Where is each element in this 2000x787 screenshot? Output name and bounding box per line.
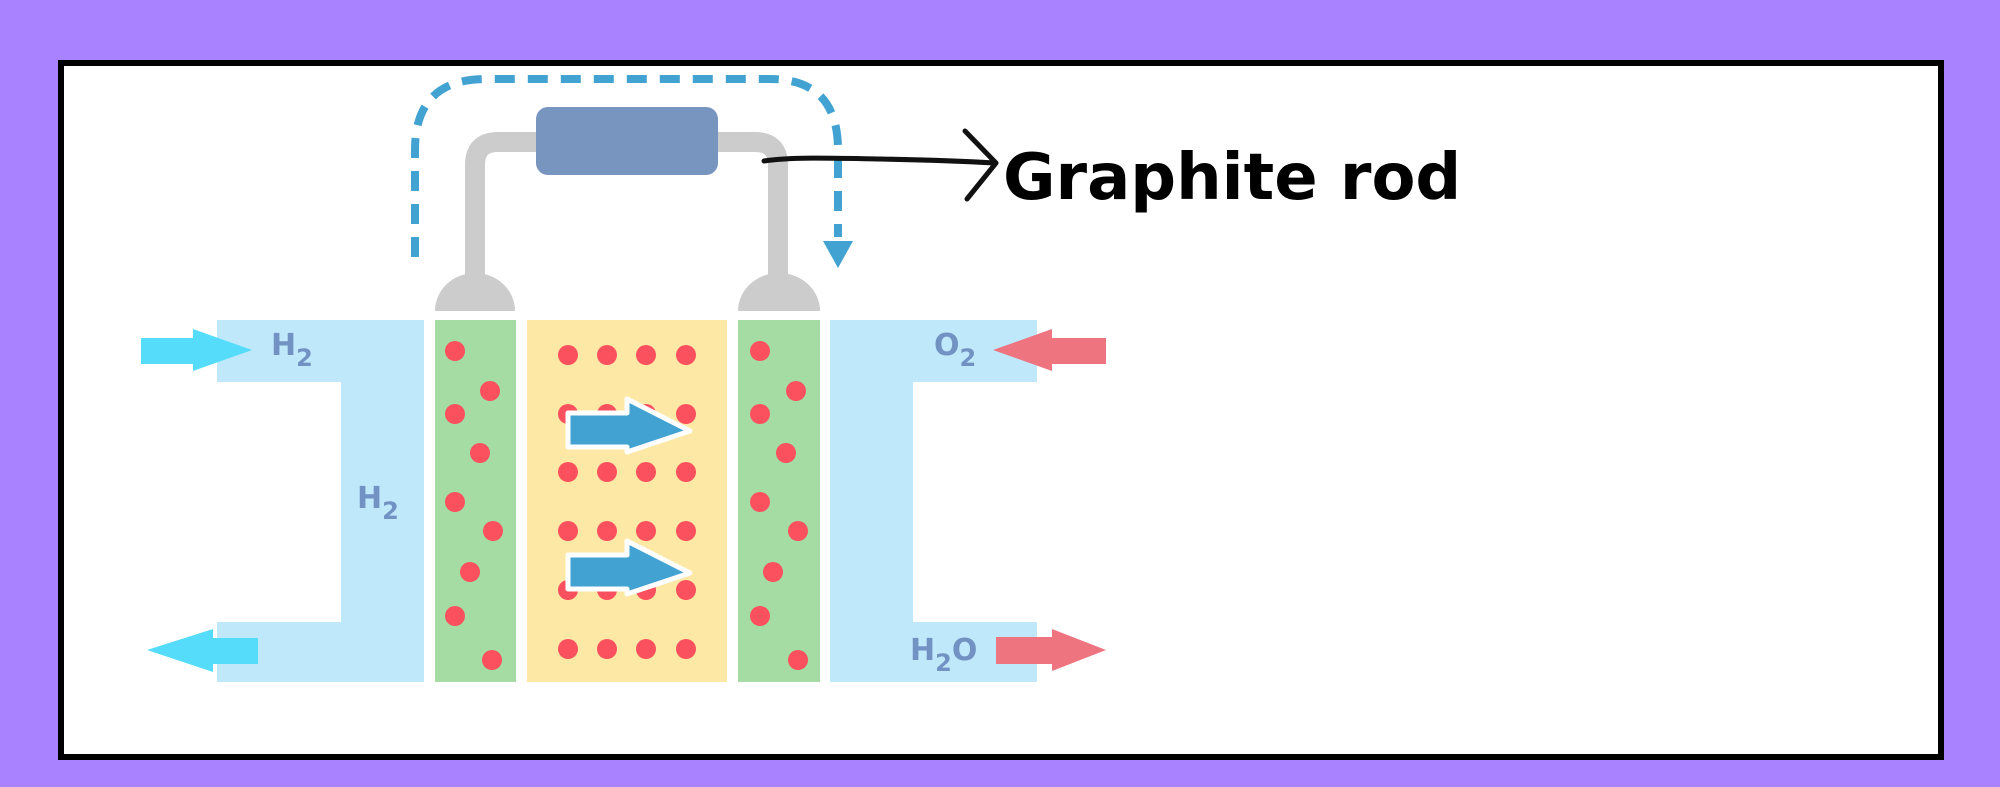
ion-dot: [597, 521, 617, 541]
hydrogen-outlet-arrow-icon: [147, 629, 258, 672]
h2o-outlet-label: H2O: [910, 633, 977, 677]
current-flow-dashed-path: [411, 75, 842, 257]
ion-dot: [558, 639, 578, 659]
ion-dot: [445, 404, 465, 424]
cathode-terminal-cap: [738, 273, 820, 311]
current-arrowhead-icon: [823, 241, 853, 268]
ion-dot: [480, 381, 500, 401]
ion-dot: [636, 462, 656, 482]
ion-dot: [750, 404, 770, 424]
h2-channel-label: H2: [357, 481, 399, 525]
ion-dot: [750, 492, 770, 512]
electrolyte: [527, 320, 727, 682]
ion-dot: [597, 462, 617, 482]
ion-dot: [750, 341, 770, 361]
ion-dot: [676, 462, 696, 482]
oxygen-inlet-arrow-icon: [993, 329, 1106, 371]
hydrogen-inlet-arrow-icon: [141, 329, 252, 371]
ion-dot: [597, 639, 617, 659]
ion-dot: [763, 562, 783, 582]
ion-dot: [597, 345, 617, 365]
ion-flow-arrow-icon: [565, 396, 693, 455]
ion-dots: [445, 341, 808, 670]
ion-dot: [636, 521, 656, 541]
oxygen-channel: [830, 320, 1037, 682]
ion-dot: [786, 381, 806, 401]
anode-terminal-cap: [435, 273, 515, 311]
ion-dot: [445, 606, 465, 626]
ion-dot: [558, 521, 578, 541]
ion-flow-arrow-icon: [565, 538, 693, 597]
ion-dot: [676, 345, 696, 365]
ion-dot: [470, 443, 490, 463]
water-outlet-arrow-icon: [996, 629, 1106, 671]
o2-inlet-label: O2: [934, 328, 976, 372]
pointer-arrow-line: [761, 155, 998, 166]
ion-dot: [445, 341, 465, 361]
ion-dot: [558, 462, 578, 482]
ion-dot: [636, 639, 656, 659]
ion-dot: [558, 345, 578, 365]
hydrogen-channel: [217, 320, 424, 682]
ion-dot: [483, 521, 503, 541]
ion-dot: [636, 345, 656, 365]
graphite-rod-label: Graphite rod: [1003, 141, 1461, 215]
ion-dot: [788, 521, 808, 541]
ion-dot: [445, 492, 465, 512]
ion-dot: [776, 443, 796, 463]
graphite-rod: [536, 107, 718, 175]
ion-dot: [482, 650, 502, 670]
ion-dot: [676, 580, 696, 600]
ion-dot: [750, 606, 770, 626]
pointer-arrowhead-icon: [962, 128, 999, 202]
ion-dot: [460, 562, 480, 582]
ion-dot: [788, 650, 808, 670]
h2-inlet-label: H2: [271, 328, 313, 372]
ion-dot: [676, 521, 696, 541]
ion-dot: [676, 639, 696, 659]
ion-dot: [676, 404, 696, 424]
